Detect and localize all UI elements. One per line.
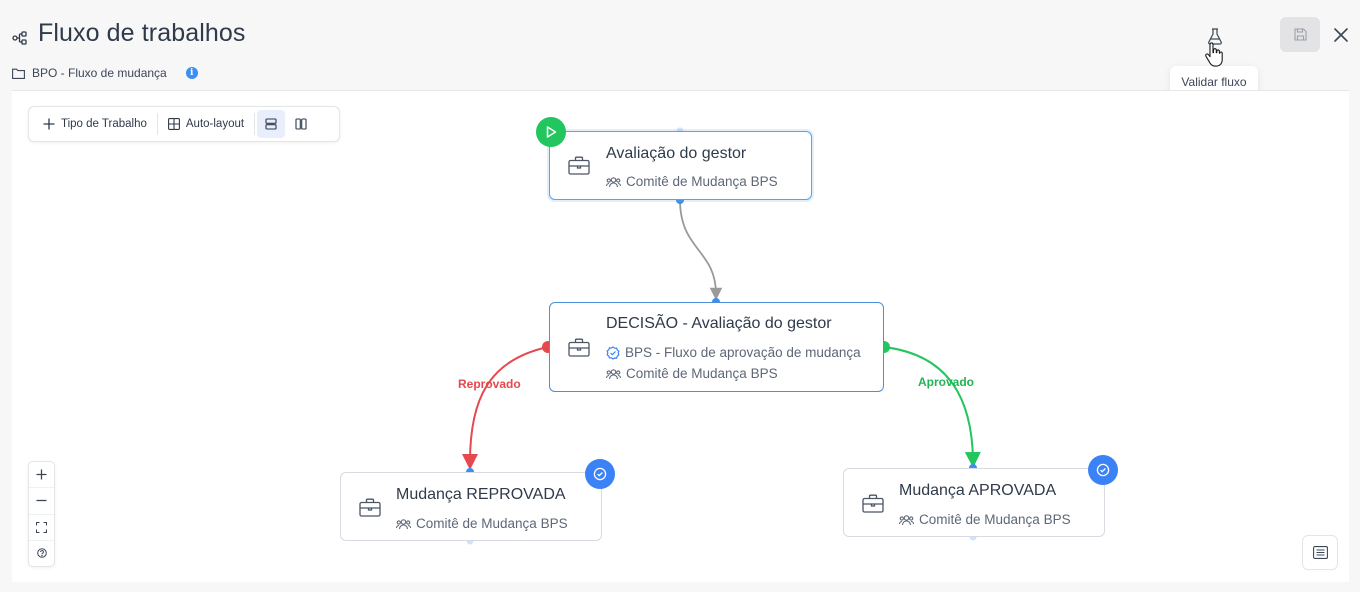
edge-label-rejected: Reprovado xyxy=(458,377,521,391)
fit-view-icon xyxy=(36,521,47,533)
users-icon xyxy=(606,176,621,187)
grid-icon xyxy=(167,118,180,130)
legend-button[interactable] xyxy=(1302,535,1338,570)
node-decision[interactable]: DECISÃO - Avaliação do gestor BPS - Flux… xyxy=(549,302,884,392)
hand-cursor-icon xyxy=(1205,42,1223,67)
help-icon xyxy=(36,548,47,559)
start-badge xyxy=(536,117,566,147)
briefcase-icon xyxy=(568,156,590,175)
fit-view-button[interactable] xyxy=(29,515,54,541)
node-group: Comitê de Mudança BPS xyxy=(396,516,568,531)
edge-label-approved: Aprovado xyxy=(918,375,975,389)
page-header: Fluxo de trabalhos BPO - Fluxo de mudanç… xyxy=(0,0,1360,97)
toolbar-divider xyxy=(254,113,256,135)
node-title: Mudança APROVADA xyxy=(899,482,1057,499)
end-badge xyxy=(1088,455,1118,485)
add-work-type-button[interactable]: Tipo de Trabalho xyxy=(33,110,157,138)
close-icon xyxy=(1334,28,1348,42)
workflow-icon xyxy=(12,31,27,45)
save-button[interactable] xyxy=(1280,17,1320,52)
end-badge xyxy=(585,459,615,489)
help-button[interactable] xyxy=(29,541,54,566)
edge-rejected xyxy=(462,346,549,470)
vertical-layout-toggle[interactable] xyxy=(257,110,286,138)
validate-flow-button[interactable] xyxy=(1201,22,1229,50)
rows-icon xyxy=(265,118,277,130)
check-circle-icon xyxy=(1096,463,1110,477)
zoom-controls xyxy=(28,461,55,567)
flask-icon xyxy=(1208,27,1222,45)
header-divider xyxy=(12,90,1349,91)
auto-layout-button[interactable]: Auto-layout xyxy=(158,110,254,138)
zoom-out-button[interactable] xyxy=(29,488,54,515)
zoom-in-button[interactable] xyxy=(29,462,54,489)
toolbar-divider xyxy=(156,113,158,135)
users-icon xyxy=(899,514,914,525)
edge-start-to-decision xyxy=(679,199,723,301)
check-circle-icon xyxy=(593,467,607,481)
node-group: Comitê de Mudança BPS xyxy=(899,512,1071,527)
edge-approved xyxy=(883,346,981,468)
minus-icon xyxy=(36,500,47,502)
close-button[interactable] xyxy=(1330,24,1352,46)
briefcase-icon xyxy=(862,494,884,513)
plus-icon xyxy=(36,469,47,480)
folder-icon xyxy=(12,68,25,79)
info-icon[interactable]: i xyxy=(185,67,198,79)
node-title: Mudança REPROVADA xyxy=(396,486,566,503)
node-rejected[interactable]: Mudança REPROVADA Comitê de Mudança BPS xyxy=(340,472,602,541)
list-icon xyxy=(1312,546,1328,559)
canvas-toolbar: Tipo de Trabalho Auto-layout xyxy=(28,106,340,142)
breadcrumb: BPO - Fluxo de mudança i xyxy=(12,65,198,81)
briefcase-icon xyxy=(568,338,590,357)
node-flow: BPS - Fluxo de aprovação de mudança xyxy=(606,345,861,360)
node-title: DECISÃO - Avaliação do gestor xyxy=(606,315,832,332)
node-group: Comitê de Mudança BPS xyxy=(606,174,778,189)
play-icon xyxy=(546,126,557,138)
users-icon xyxy=(396,518,411,529)
columns-icon xyxy=(295,118,307,130)
save-icon xyxy=(1293,28,1307,41)
node-group: Comitê de Mudança BPS xyxy=(606,366,778,381)
users-icon xyxy=(606,368,621,379)
page-title: Fluxo de trabalhos xyxy=(38,19,246,47)
node-approved[interactable]: Mudança APROVADA Comitê de Mudança BPS xyxy=(843,468,1105,537)
node-title: Avaliação do gestor xyxy=(606,145,747,162)
horizontal-layout-toggle[interactable] xyxy=(287,110,315,138)
node-start[interactable]: Avaliação do gestor Comitê de Mudança BP… xyxy=(549,131,812,200)
verified-icon xyxy=(606,345,620,360)
breadcrumb-label[interactable]: BPO - Fluxo de mudança xyxy=(32,66,167,80)
briefcase-icon xyxy=(359,498,381,517)
plus-icon xyxy=(43,118,55,130)
